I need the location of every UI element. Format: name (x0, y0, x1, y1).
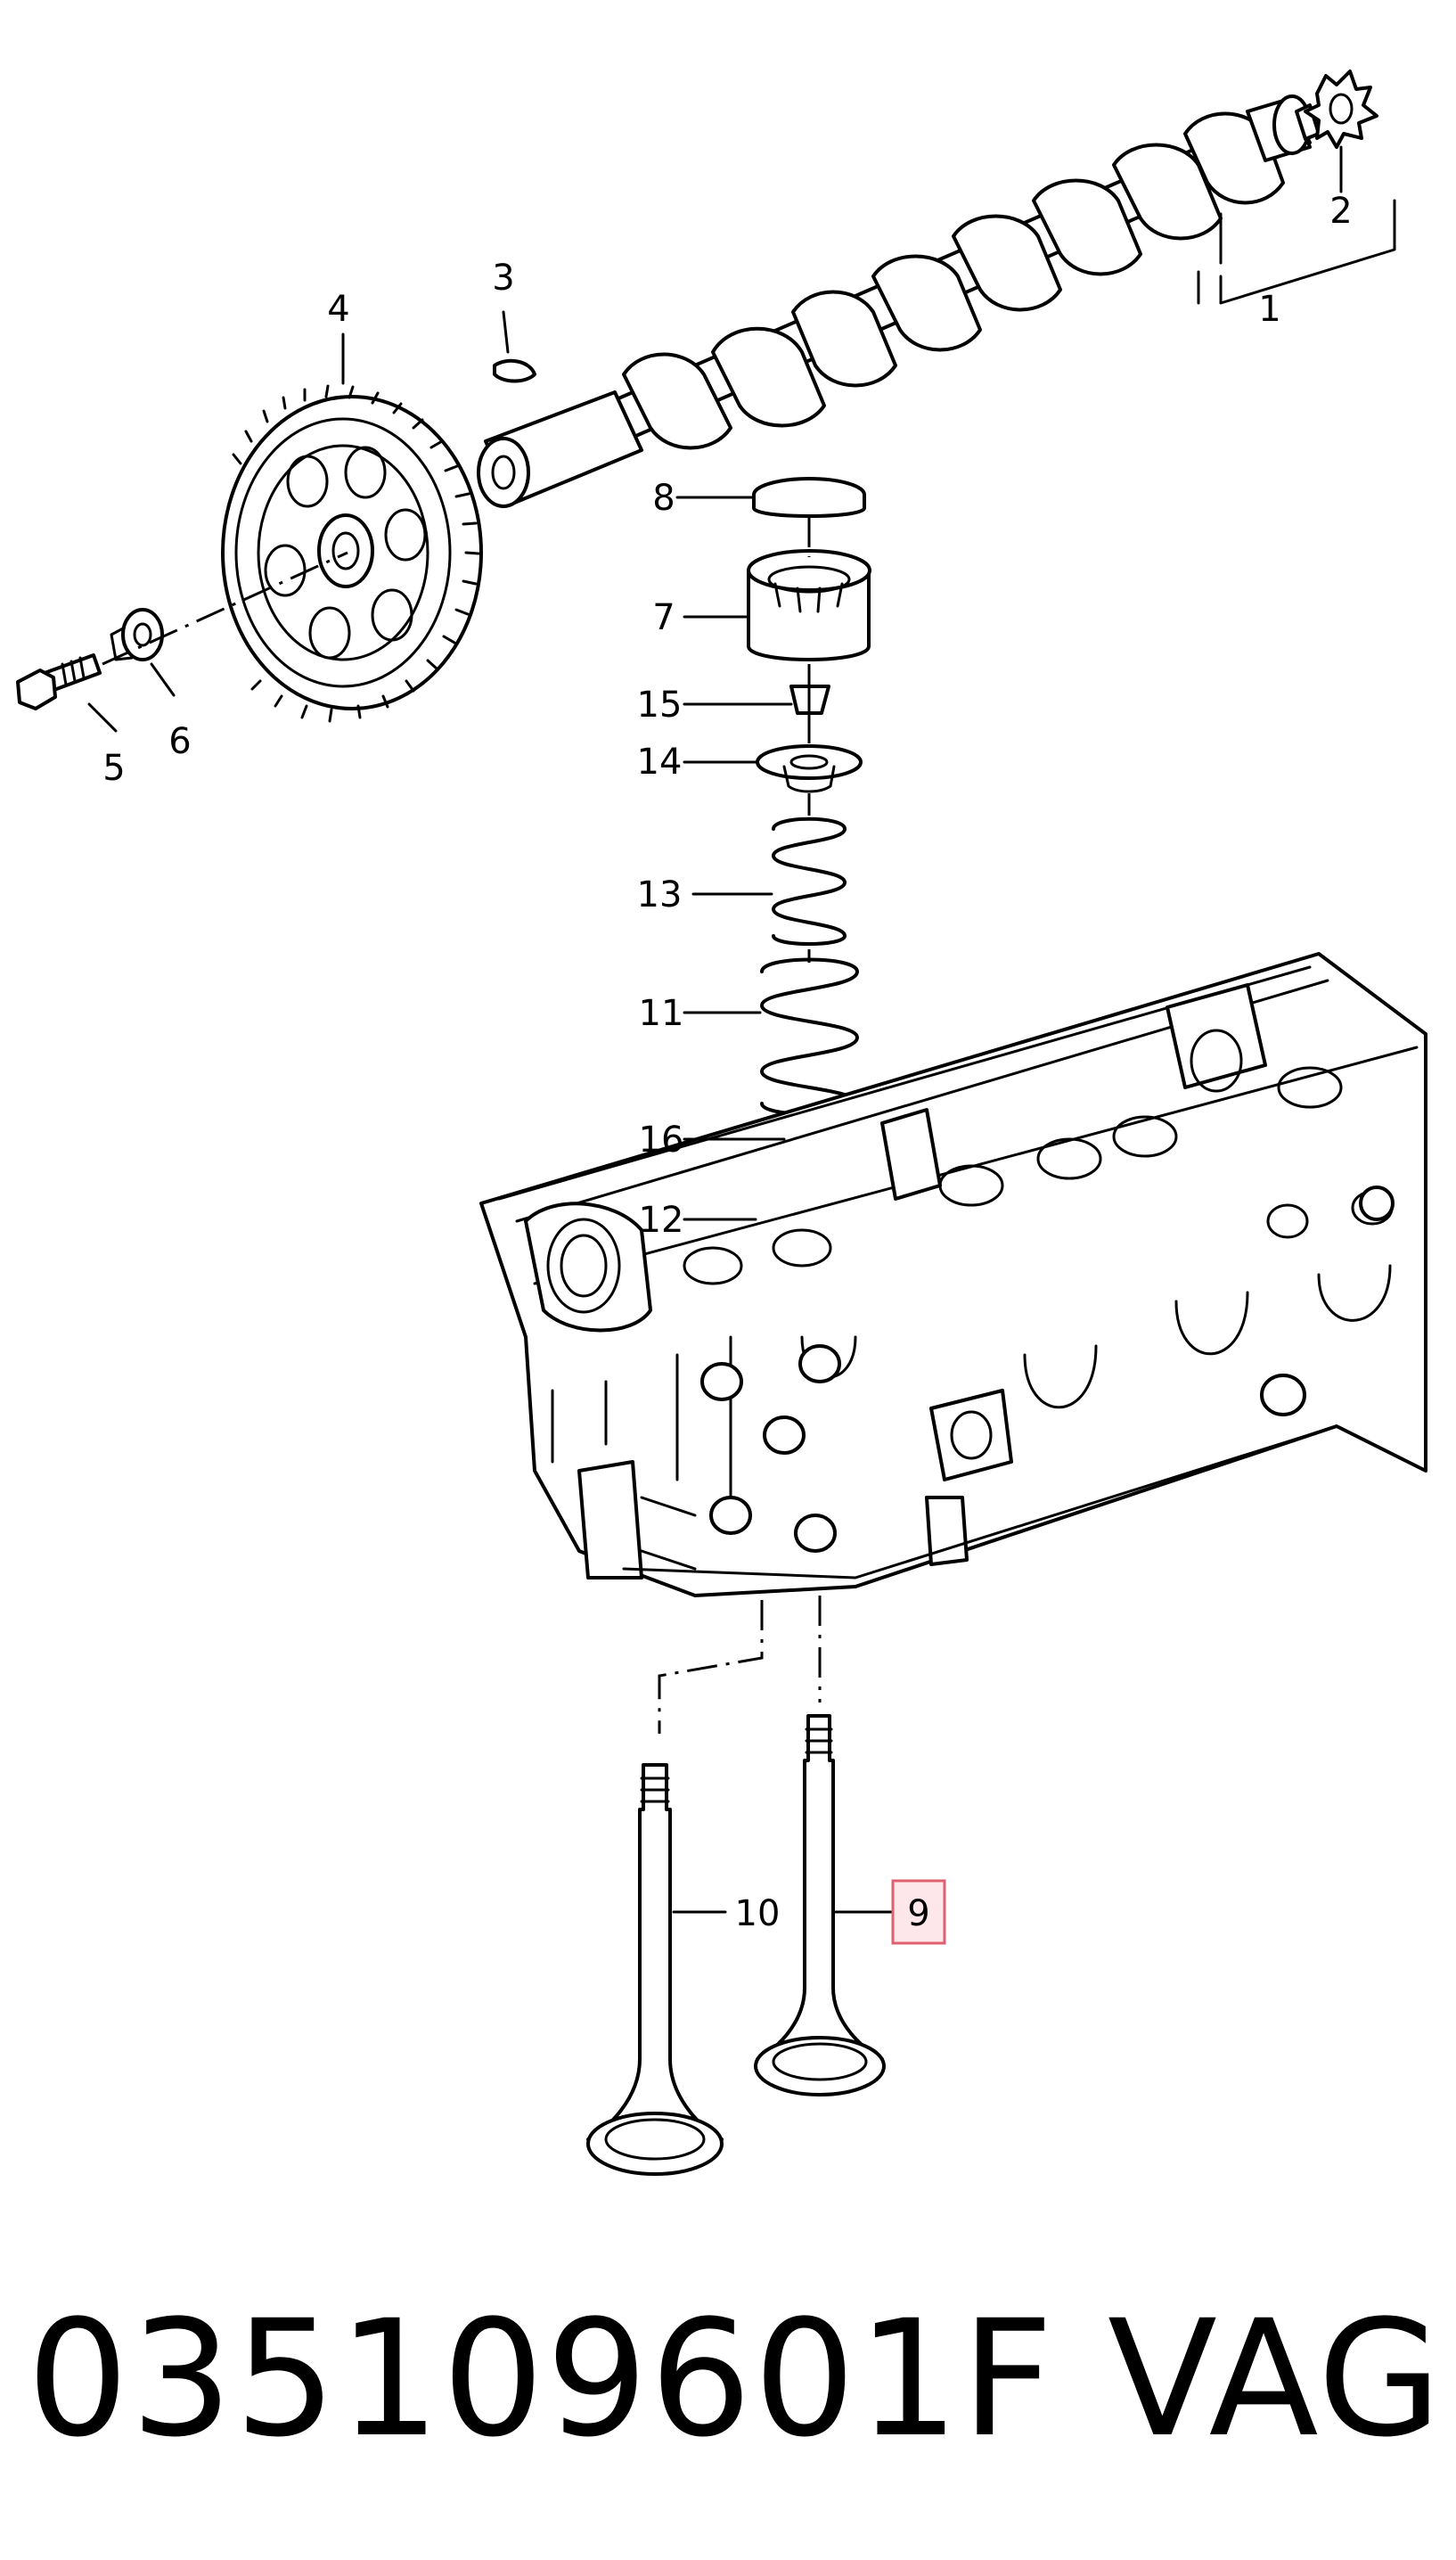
outer-valve-spring (760, 957, 859, 1116)
callout-15: 15 (637, 685, 683, 726)
adjusting-shim (752, 477, 866, 518)
bucket-tappet (747, 549, 871, 661)
callout-7: 7 (652, 597, 675, 638)
callout-9: 9 (907, 1893, 929, 1934)
callout-4: 4 (327, 289, 349, 330)
callout-3: 3 (492, 258, 514, 299)
part-number-footer: 035109601F VAG (27, 2282, 1444, 2478)
inner-valve-spring (772, 816, 847, 946)
valve-10 (586, 1763, 724, 2176)
callout-14: 14 (637, 742, 683, 783)
sprocket-bolt (16, 653, 102, 710)
callout-12: 12 (639, 1200, 684, 1241)
callout-2: 2 (1329, 191, 1352, 232)
callout-labels: 1 2 3 4 5 6 7 8 9 10 11 12 13 14 15 16 (102, 191, 1353, 1945)
callout-11: 11 (639, 993, 684, 1034)
leader-lines (87, 145, 1396, 1914)
callout-13: 13 (637, 874, 683, 915)
camshaft-end-plug (1304, 70, 1378, 149)
part-number: 035109601F (27, 2286, 1056, 2473)
brand-name: VAG (1107, 2286, 1444, 2473)
camshaft (477, 94, 1321, 508)
callout-9-highlight (891, 1879, 946, 1945)
upper-spring-retainer (756, 744, 863, 793)
valve-9 (754, 1714, 886, 2096)
callout-8: 8 (652, 478, 675, 519)
woodruff-key (493, 358, 536, 383)
callout-6: 6 (168, 721, 191, 762)
sprocket-washer (110, 608, 164, 661)
callout-1: 1 (1258, 289, 1280, 330)
callout-5: 5 (102, 748, 125, 789)
callout-16: 16 (639, 1120, 684, 1161)
cylinder-head (479, 952, 1427, 1597)
callout-10: 10 (735, 1893, 781, 1934)
valve-cotters (789, 685, 830, 715)
camshaft-sprocket (221, 384, 483, 723)
